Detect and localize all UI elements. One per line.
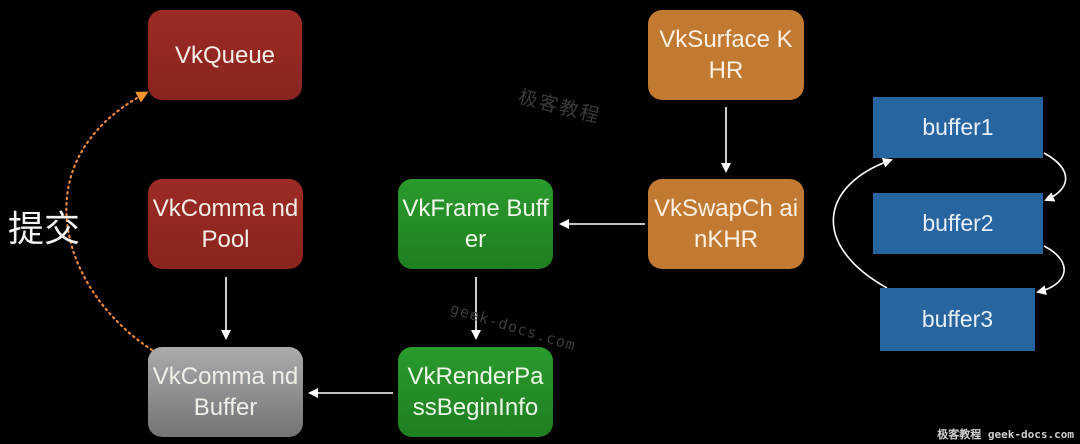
- edge-b2-to-b3: [1036, 245, 1065, 296]
- node-vkframebuffer: VkFrame Buffer: [398, 179, 553, 269]
- node-buffer3: buffer3: [880, 288, 1035, 351]
- edge-b3-to-b1: [832, 157, 893, 289]
- node-vkqueue: VkQueue: [148, 10, 302, 100]
- node-vkrenderpassbegininfo: VkRenderPa ssBeginInfo: [398, 347, 553, 437]
- watermark-corner: 极客教程 geek-docs.com: [937, 428, 1074, 441]
- submit-edge-label: 提交: [8, 209, 81, 250]
- node-vkcommandbuffer: VkComma ndBuffer: [148, 347, 303, 437]
- node-vkcommandpool: VkComma ndPool: [148, 179, 303, 269]
- edge-cb-to-q-submit: [65, 91, 154, 352]
- node-buffer2: buffer2: [873, 193, 1043, 254]
- edge-b1-to-b2: [1043, 152, 1067, 202]
- node-vksurfacekhr: VkSurface KHR: [648, 10, 804, 100]
- node-buffer1: buffer1: [873, 97, 1043, 158]
- node-vkswapchainkhr: VkSwapCh ainKHR: [648, 179, 804, 269]
